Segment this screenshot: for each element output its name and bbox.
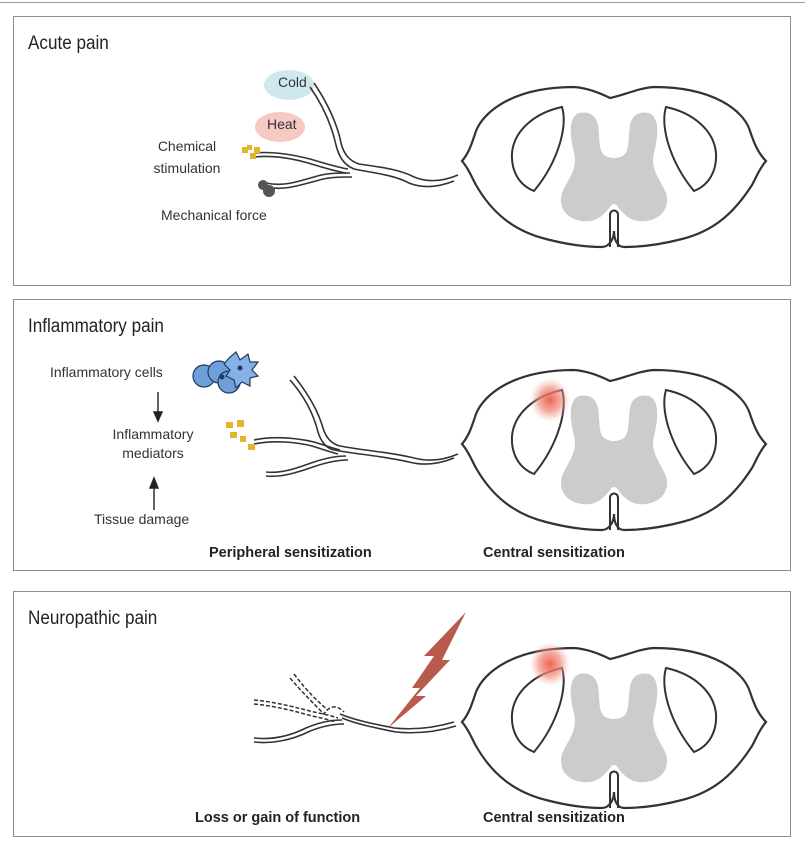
spinal-cord-cross-section: [462, 370, 766, 530]
neuropathic-pain-illustration: [14, 592, 792, 838]
lightning-bolt-icon: [388, 612, 466, 728]
top-border: [0, 2, 805, 3]
panel-neuropathic-pain: Neuropathic pain Loss or gain of functio…: [13, 591, 791, 837]
label-central-sensitization: Central sensitization: [483, 545, 625, 561]
label-inflammatory-mediators-line1: Inflammatory: [98, 426, 208, 442]
label-tissue-damage: Tissue damage: [94, 511, 189, 527]
label-cold: Cold: [278, 74, 307, 90]
acute-pain-illustration: [14, 17, 792, 287]
damaged-nerve-fibers: [254, 674, 344, 722]
label-chemical-line2: stimulation: [142, 160, 232, 176]
label-central-sensitization: Central sensitization: [483, 810, 625, 826]
label-inflammatory-cells: Inflammatory cells: [50, 364, 163, 380]
spinal-cord-cross-section: [462, 648, 766, 808]
label-chemical-line1: Chemical: [142, 138, 232, 154]
panel-inflammatory-pain: Inflammatory pain: [13, 299, 791, 571]
spinal-cord-cross-section: [462, 87, 766, 247]
label-peripheral-sensitization: Peripheral sensitization: [209, 545, 372, 561]
mechanical-force-marker: [258, 180, 275, 197]
label-mechanical-force: Mechanical force: [161, 207, 267, 223]
dorsal-horn-sensitization: [530, 378, 570, 422]
label-inflammatory-mediators-line2: mediators: [98, 445, 208, 461]
inflammatory-cells-illustration: [193, 352, 258, 393]
label-loss-or-gain-of-function: Loss or gain of function: [195, 810, 360, 826]
nerve-fibers: [254, 376, 458, 476]
nerve-fibers: [254, 714, 456, 743]
inflammatory-mediators-dots: [226, 420, 255, 450]
dorsal-horn-sensitization: [530, 642, 570, 686]
panel-acute-pain: Acute pain Cold Heat Chemic: [13, 16, 791, 286]
label-heat: Heat: [267, 116, 297, 132]
